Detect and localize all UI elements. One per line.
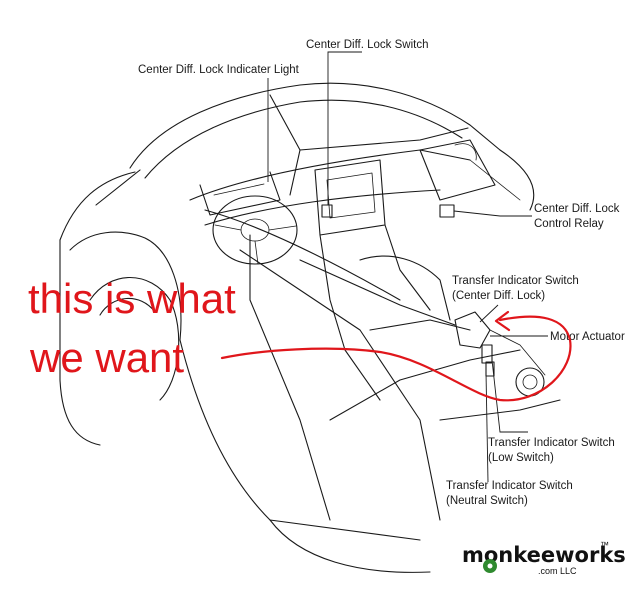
annotation-arrowhead bbox=[494, 310, 511, 332]
label-transfer-center-line1: Transfer Indicator Switch bbox=[452, 275, 579, 287]
logo-trademark: ™ bbox=[600, 540, 609, 550]
motor-actuator-shape bbox=[454, 311, 491, 349]
label-transfer-center-line2: (Center Diff. Lock) bbox=[452, 290, 545, 302]
vehicle-outline bbox=[59, 82, 561, 573]
low-switch-shape bbox=[481, 344, 493, 364]
neutral-switch-shape bbox=[485, 361, 495, 377]
leader-lines bbox=[267, 51, 548, 483]
gear-icon bbox=[483, 559, 497, 573]
label-transfer-low-line1: Transfer Indicator Switch bbox=[488, 437, 615, 449]
label-motor-actuator: Motor Actuator bbox=[550, 331, 625, 343]
logo-subtext: .com LLC bbox=[538, 566, 577, 576]
part-labels: Center Diff. Lock Switch Center Diff. Lo… bbox=[138, 39, 625, 507]
monkeeworks-logo: monkeeworks .com LLC ™ bbox=[462, 540, 626, 576]
control-relay-shape bbox=[439, 204, 455, 218]
label-center-diff-lock-switch: Center Diff. Lock Switch bbox=[306, 39, 429, 51]
annotation-line1: this is what bbox=[28, 275, 236, 322]
label-transfer-neutral-line1: Transfer Indicator Switch bbox=[446, 480, 573, 492]
annotation-arrow bbox=[220, 315, 572, 402]
label-transfer-neutral-line2: (Neutral Switch) bbox=[446, 495, 528, 507]
annotation-line2: we want bbox=[29, 334, 184, 381]
center-diff-switch-shape bbox=[321, 204, 333, 218]
red-annotation: this is what we want bbox=[28, 275, 572, 402]
label-center-diff-lock-indicator-light: Center Diff. Lock Indicater Light bbox=[138, 64, 300, 76]
label-control-relay-line2: Control Relay bbox=[534, 218, 604, 230]
label-transfer-low-line2: (Low Switch) bbox=[488, 452, 554, 464]
label-control-relay-line1: Center Diff. Lock bbox=[534, 203, 620, 215]
